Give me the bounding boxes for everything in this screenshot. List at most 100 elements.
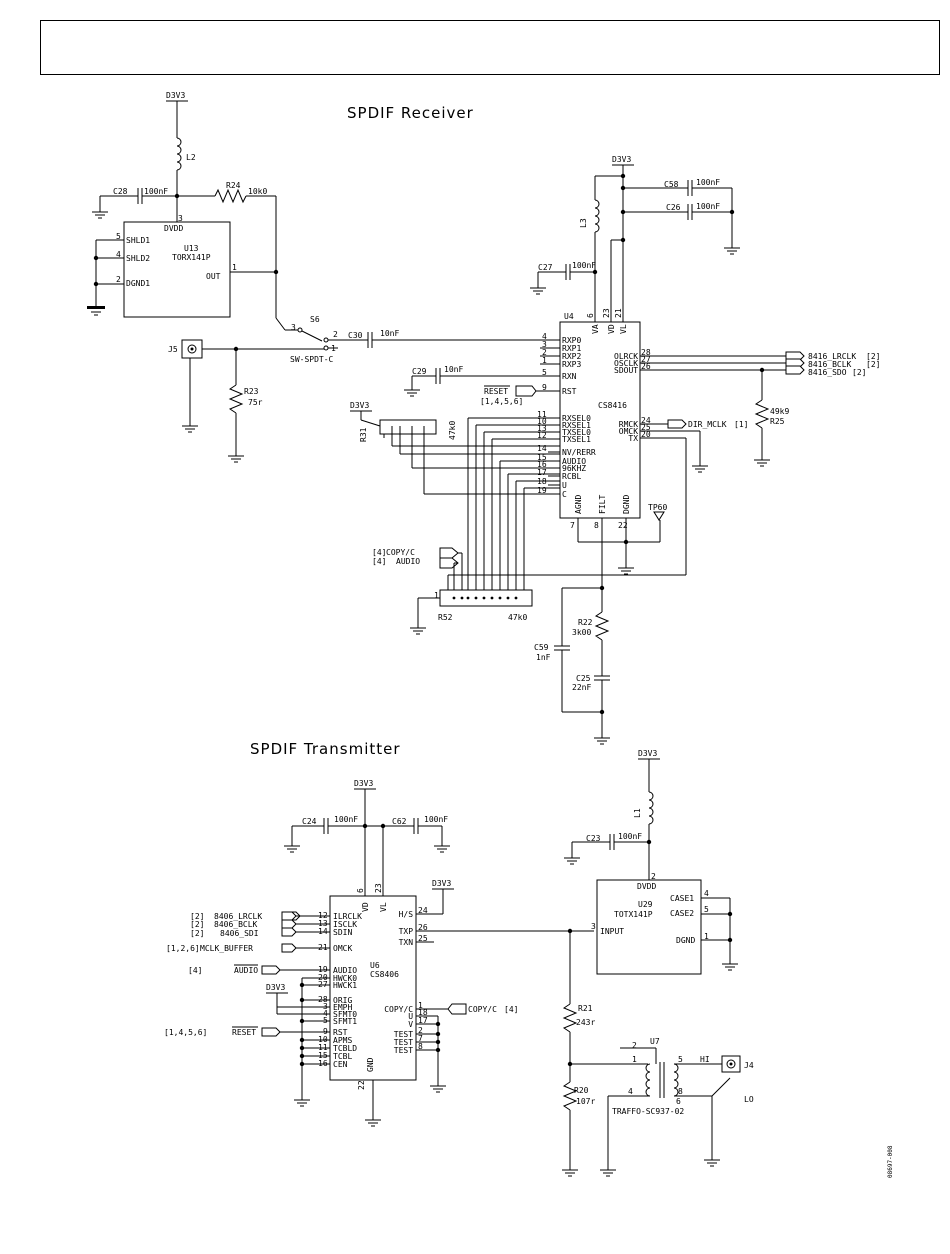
u4-pin-22: 22 (618, 521, 628, 530)
s6-label: S6 (310, 315, 320, 324)
u29-input: INPUT (600, 927, 624, 936)
audio-ref: [4] (372, 557, 386, 566)
net-reset-ref: [1,4,5,6] (164, 1028, 207, 1037)
u6-pin-2: 2 (418, 1026, 423, 1035)
u4-config-wires: [4] COPY/C [4] AUDIO (372, 417, 560, 590)
u6-pin-8: 8 (418, 1042, 423, 1051)
u29-dvdd: DVDD (637, 882, 656, 891)
u6-pin-u: U (408, 1012, 413, 1021)
u6-pin-emph: EMPH (333, 1003, 352, 1012)
u29-optical-transmitter: D3V3 L1 C23 100nF 2 DVDD U29 TOTX141P IN… (563, 749, 739, 975)
u4-pin-rxn: RXN (562, 372, 577, 381)
c59-label: C59 (534, 643, 549, 652)
j4-lo: LO (744, 1095, 754, 1104)
figure-id: 08697-008 (887, 1145, 894, 1178)
c28-label: C28 (113, 187, 128, 196)
c26-value: 100nF (696, 202, 720, 211)
c27-value: 100nF (572, 261, 596, 270)
r52-resistor-network: 1 R52 47k0 (409, 589, 533, 635)
r22-value: 3k00 (572, 628, 591, 637)
u29-dgnd: DGND (676, 936, 695, 945)
u4-pin-rxp2: RXP2 (562, 352, 581, 361)
u6-pin-copyc: COPY/C (384, 1005, 413, 1014)
r23-label: R23 (244, 387, 259, 396)
u29-case1: CASE1 (670, 894, 694, 903)
net-8416-lrclk-ref: [2] (866, 352, 880, 361)
u29-d3v3: D3V3 (638, 749, 657, 758)
u6-pin-1: 1 (418, 1001, 423, 1010)
u13-dgnd1: DGND1 (126, 279, 150, 288)
u4-pin-8: 8 (594, 521, 599, 530)
c27-label: C27 (538, 263, 553, 272)
u13-pin2: 2 (116, 275, 121, 284)
u4-pin-12: 12 (537, 431, 547, 440)
u4-pin-rxp1: RXP1 (562, 344, 581, 353)
u6-d3v3: D3V3 (266, 983, 285, 992)
r52-pin-dot (482, 596, 486, 600)
u4-part: CS8416 (598, 401, 627, 410)
u4-pin-10: 10 (537, 417, 547, 426)
r52-pin-dot (452, 596, 456, 600)
u6-pin-18: 18 (418, 1008, 428, 1017)
coax-output: R21 243r R20 107r U7 2 1 4 5 8 6 TRAFFO-… (561, 931, 754, 1177)
u4-pin-osclk: OSCLK (614, 359, 638, 368)
c29-label: C29 (412, 367, 427, 376)
u4-pin-15: 15 (537, 453, 547, 462)
c23-label: C23 (586, 834, 601, 843)
rx-reset-label: RESET (484, 387, 508, 396)
u6-pin-26: 26 (418, 923, 428, 932)
u4-pin-17: 17 (537, 468, 547, 477)
r52-label: R52 (438, 613, 453, 622)
u4-pin-audio: AUDIO (562, 457, 586, 466)
u6-pin-txp: TXP (399, 927, 414, 936)
net-8406-sdi-ref: [2] (190, 929, 204, 938)
u4-pin-dgnd: DGND (622, 495, 631, 514)
u4-pin-28: 28 (641, 348, 651, 357)
u4-d3v3: D3V3 (612, 155, 631, 164)
u4-pin-23: 23 (602, 308, 611, 318)
transmitter-title: SPDIF Transmitter (250, 740, 401, 758)
u13-shld2: SHLD2 (126, 254, 150, 263)
u13-part: TORX141P (172, 253, 211, 262)
net-mclk-buffer-ref: [1,2,6] (166, 944, 200, 953)
u4-outputs: 8416_LRCLK [2] 8416_BCLK [2] 8416_SDO [2… (448, 351, 880, 745)
rx-reset-refs: [1,4,5,6] (480, 397, 523, 406)
u6-pin-tcbld: TCBLD (333, 1044, 357, 1053)
r21-label: R21 (578, 1004, 593, 1013)
c29-value: 10nF (444, 365, 463, 374)
u6-pin-sdin: SDIN (333, 928, 352, 937)
rx-copy-c: COPY/C (386, 548, 415, 557)
u4-pin-rxp3: RXP3 (562, 360, 581, 369)
r20-value: 107r (576, 1097, 595, 1106)
l1-label: L1 (633, 808, 642, 818)
u6-pin-txn: TXN (399, 938, 414, 947)
u4-pin-14: 14 (537, 444, 547, 453)
u6-pin-vl: VL (379, 902, 388, 912)
net-dir-mclk-ref: [1] (734, 420, 748, 429)
u4-ref: U4 (564, 312, 574, 321)
s6-switch: 3 2 1 S6 SW-SPDT-C J5 R23 75r C30 10nF C… (168, 272, 560, 463)
tx-copy-c-ref: [4] (504, 1005, 518, 1014)
u13-dvdd: DVDD (164, 224, 183, 233)
c28-value: 100nF (144, 187, 168, 196)
u29-part: TOTX141P (614, 910, 653, 919)
net-8416-sdo: 8416_SDO (808, 368, 847, 377)
tp60-label: TP60 (648, 503, 667, 512)
u6-pin-6: 6 (356, 888, 365, 893)
u6-pin-test: TEST (394, 1046, 413, 1055)
u4-pin-26: 26 (641, 362, 651, 371)
u6-pin-25: 25 (418, 934, 428, 943)
c62-label: C62 (392, 817, 407, 826)
r20-label: R20 (574, 1086, 589, 1095)
u4-pin-tx: TX (628, 434, 638, 443)
u6-pin-rst: RST (333, 1028, 348, 1037)
figure-caption-frame (40, 20, 940, 75)
r25-label: R25 (770, 417, 785, 426)
u4-pin-rcbl: RCBL (562, 472, 581, 481)
net-mclk-buffer: MCLK_BUFFER (200, 944, 253, 953)
u7-pin8: 8 (678, 1087, 683, 1096)
